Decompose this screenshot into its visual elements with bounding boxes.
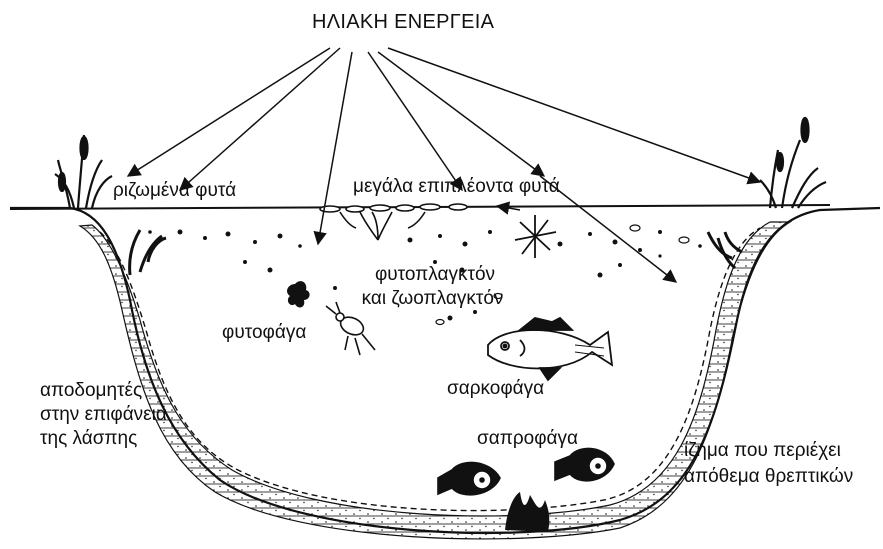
decomposers-label-line2: στην επιφάνεια [40,404,167,427]
decomposers-label-line3: της λάσπης [40,428,137,451]
carnivores-label: σαρκοφάγα [447,378,544,401]
saprophages-label: σαπροφάγα [477,428,578,451]
herbivores-label: φυτοφάγα [222,322,306,345]
plankton-label-line2: και ζωοπλαγκτόν [345,288,520,311]
large-floating-plants-label: μεγάλα επιπλέοντα φυτά [353,176,560,199]
rooted-plants-label: ριζωμένα φυτά [113,180,236,203]
fish-icon-saprophage-right [555,448,614,480]
rooted-plant-icon-left [130,230,166,275]
sun-ray-arrows [128,48,760,282]
decomposers-label-line1: αποδομητές [40,380,142,403]
sediment-label-line2: απόθεμα θρεπτικών [684,466,853,489]
fish-icon-saprophage-left [438,462,500,494]
algae-icon [287,281,310,307]
fish-icon-carnivore [488,318,612,380]
zooplankton-icon [515,215,556,258]
bottom-organism-icon [505,492,549,532]
reed-plant-icon-right [760,118,826,208]
floating-plant-icon [320,204,467,240]
reed-plant-icon-left [55,135,112,208]
plankton-label-line1: φυτοπλαγκτόν [360,264,510,287]
sediment-label-line1: ίζημα που περιέχει [684,440,841,463]
solar-energy-label: ΗΛΙΑΚΗ ΕΝΕΡΓΕΙΑ [312,10,494,34]
